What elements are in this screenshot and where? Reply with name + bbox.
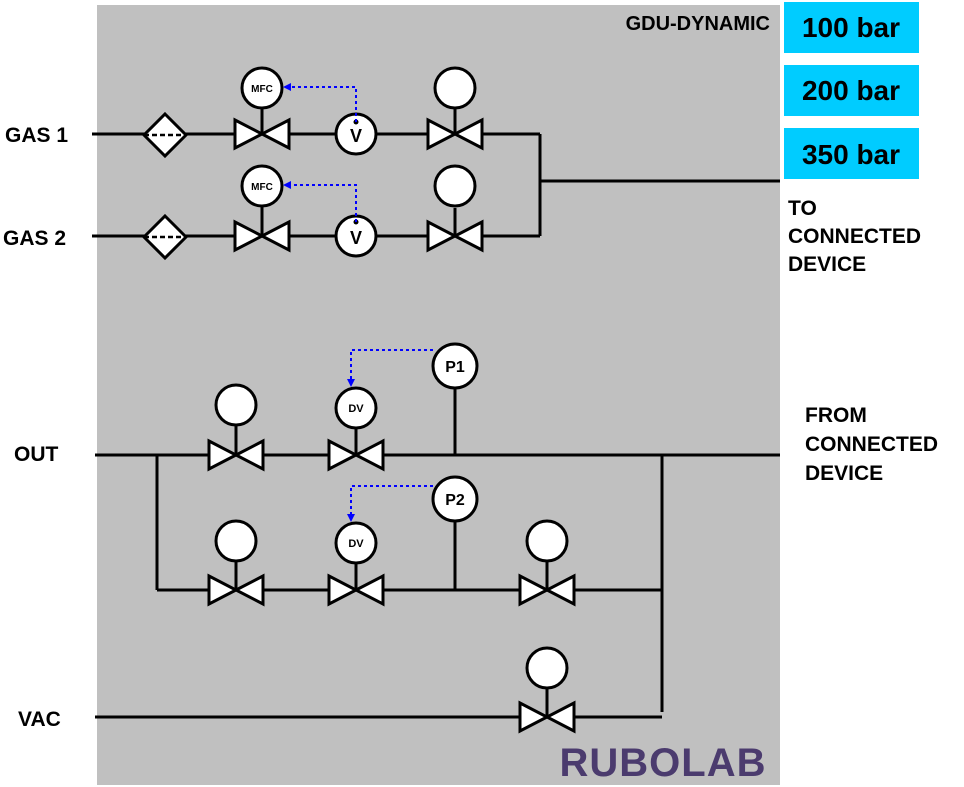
p1-label: P1 xyxy=(445,359,465,376)
signal-arrow xyxy=(347,485,433,522)
pressure-button-label: 350 bar xyxy=(802,139,900,170)
signal-lines xyxy=(283,83,433,522)
brand-logo: RUBOLAB xyxy=(560,741,767,785)
flow-sensor-label: V xyxy=(350,228,362,248)
from-device-label-line2: CONNECTED xyxy=(805,433,938,456)
flow-sensor-label: V xyxy=(350,126,362,146)
gas1-label: GAS 1 xyxy=(5,124,68,147)
pressure-sensor-p2: P2 xyxy=(431,475,479,523)
dv-valve-out[interactable] xyxy=(327,428,385,472)
shutoff-valve-gas2[interactable] xyxy=(426,164,484,253)
to-device-label-line3: DEVICE xyxy=(788,253,866,276)
from-device-label-line3: DEVICE xyxy=(805,462,883,485)
out-label: OUT xyxy=(14,443,59,466)
vac-label: VAC xyxy=(18,708,61,731)
vac-valve[interactable] xyxy=(518,646,576,734)
mfc-label: MFC xyxy=(251,84,273,95)
pressure-button-label: 200 bar xyxy=(802,75,900,106)
dv-label: DV xyxy=(348,538,364,550)
out-valve-1[interactable] xyxy=(207,383,265,472)
p2-label: P2 xyxy=(445,492,465,509)
panel-title: GDU-DYNAMIC xyxy=(626,13,770,35)
mfc-label: MFC xyxy=(251,182,273,193)
pressure-button-200[interactable]: 200 bar xyxy=(784,65,919,116)
mfc-valve-gas2[interactable] xyxy=(233,206,291,253)
dv-label: DV xyxy=(348,403,364,415)
bypass-valve-1[interactable] xyxy=(207,519,265,607)
pressure-button-label: 100 bar xyxy=(802,12,900,43)
shutoff-valve-gas1[interactable] xyxy=(426,66,484,151)
filter-icon xyxy=(141,213,189,261)
mfc-valve-gas1[interactable] xyxy=(233,108,291,151)
pressure-button-100[interactable]: 100 bar xyxy=(784,2,919,53)
mfc-controller-gas2: MFC xyxy=(240,164,284,208)
from-device-label-line1: FROM xyxy=(805,404,867,427)
dv-controller-out: DV xyxy=(334,386,378,430)
pressure-button-350[interactable]: 350 bar xyxy=(784,128,919,179)
bypass-valve-3[interactable] xyxy=(518,519,576,607)
filter-icon xyxy=(141,111,189,159)
mfc-controller-gas1: MFC xyxy=(240,66,284,110)
dv-controller-bypass: DV xyxy=(334,521,378,565)
gas2-label: GAS 2 xyxy=(3,227,66,250)
dv-valve-bypass[interactable] xyxy=(327,563,385,607)
gdu-panel xyxy=(97,5,780,785)
pressure-sensor-p1: P1 xyxy=(431,342,479,390)
signal-arrow xyxy=(283,181,357,222)
to-device-label-line2: CONNECTED xyxy=(788,225,921,248)
to-device-label-line1: TO xyxy=(788,197,817,220)
